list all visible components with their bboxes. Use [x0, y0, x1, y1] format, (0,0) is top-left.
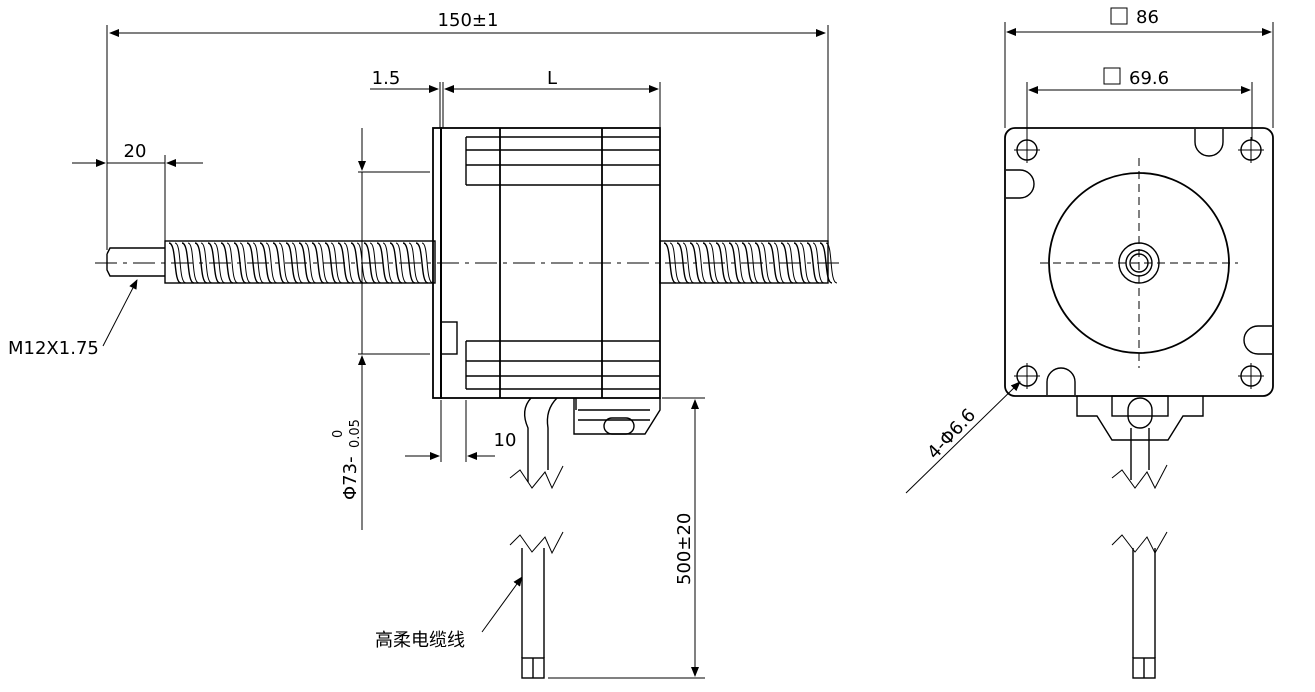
- cable-length-dimension: 500±20: [548, 397, 705, 679]
- hole-spacing-dimension: 69.6: [1026, 67, 1253, 140]
- mounting-holes: [1014, 137, 1264, 389]
- mount-holes-label: 4-Φ6.6: [923, 405, 980, 464]
- boss-tol-upper: 0: [331, 430, 346, 438]
- cable-offset-label: 10: [494, 430, 517, 451]
- cable-label-leader: 高柔电缆线: [375, 576, 523, 651]
- hole-spacing-label: 69.6: [1129, 68, 1169, 89]
- thread-root: [695, 242, 708, 284]
- cable-label: 高柔电缆线: [375, 630, 465, 651]
- thread-root: [799, 242, 812, 284]
- thread-root: [239, 242, 252, 284]
- motor-body: [432, 127, 661, 399]
- lead-screw-left: [106, 240, 436, 284]
- body-length-label: L: [547, 68, 557, 89]
- cable-offset-dimension: 10: [405, 400, 516, 462]
- thread-root: [343, 242, 356, 284]
- thread-end-label: 20: [124, 141, 147, 162]
- thread-crest: [806, 242, 820, 284]
- square-symbol-icon: [1103, 67, 1121, 85]
- frame-size-dimension: 86: [1004, 7, 1274, 128]
- thread-root: [760, 242, 773, 284]
- thread-root: [278, 242, 291, 284]
- thread-end-dimension: 20: [72, 141, 203, 245]
- frame-size-label: 86: [1136, 7, 1159, 28]
- thread-root: [734, 242, 747, 284]
- slot-right-bottom: [1243, 325, 1272, 355]
- overall-length-label: 150±1: [438, 10, 499, 31]
- boss-tol-lower: 0.05: [348, 419, 363, 448]
- thread-crest: [389, 242, 403, 284]
- thread-root: [721, 242, 734, 284]
- slot-left-top: [1006, 169, 1035, 199]
- overall-length-dimension: 150±1: [106, 10, 829, 250]
- thread-crest: [350, 242, 364, 284]
- thread-crest: [415, 242, 429, 284]
- thread-root: [226, 242, 239, 284]
- thread-crest: [767, 242, 781, 284]
- flange-thickness-label: 1.5: [372, 68, 401, 89]
- side-view: 150±1 1.5 L 20: [8, 10, 840, 679]
- slot-bottom-left: [1046, 367, 1076, 395]
- cable-break-top: [509, 465, 564, 555]
- cable-length-label: 500±20: [674, 513, 695, 585]
- thread-spec-leader: M12X1.75: [8, 279, 138, 359]
- body-length-dimension: 1.5 L: [370, 68, 661, 128]
- thread-root: [382, 242, 395, 284]
- cable-lower: [521, 548, 545, 679]
- thread-root: [265, 242, 278, 284]
- thread-root: [304, 242, 317, 284]
- thread-root: [200, 242, 213, 284]
- slot-top-right: [1194, 129, 1224, 157]
- square-symbol-icon: [1110, 7, 1128, 25]
- lead-screw-right: [659, 240, 838, 284]
- thread-crest: [311, 242, 325, 284]
- thread-spec-label: M12X1.75: [8, 338, 99, 359]
- boss-diameter-label: Φ73-: [340, 456, 361, 500]
- cable-outlet: [523, 397, 661, 482]
- thread-root: [187, 242, 200, 284]
- mount-holes-leader: 4-Φ6.6: [905, 381, 1021, 494]
- thread-root: [682, 242, 695, 284]
- front-cable-outlet: [1076, 395, 1204, 679]
- front-view: 86 69.6: [905, 7, 1274, 679]
- boss-diameter-dimension: Φ73- 0 0.05: [331, 128, 430, 530]
